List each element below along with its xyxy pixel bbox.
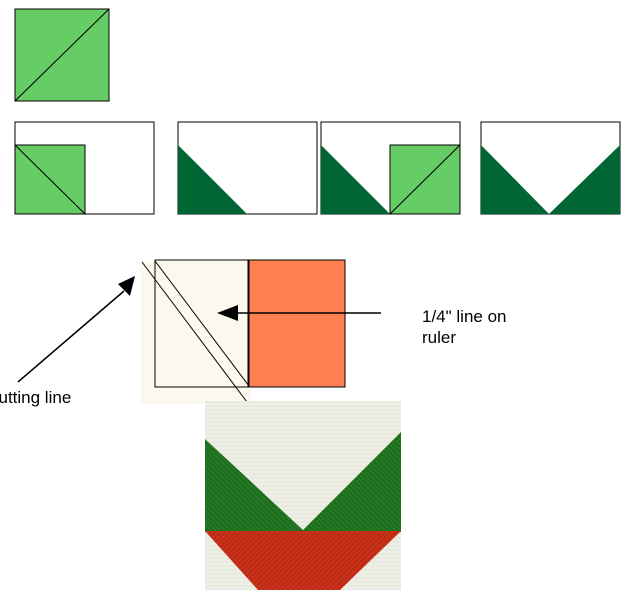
dark-green-triangle-left [481, 145, 549, 214]
ruler-line-label-line-1: 1/4" line on [422, 307, 507, 326]
dark-green-triangle [321, 145, 390, 214]
ruler-diagram [17, 259, 381, 404]
ruler-line-label-line-2: ruler [422, 328, 457, 347]
fabric-green-geese [205, 432, 401, 532]
fabric-block [205, 401, 401, 590]
step-panel-3 [320, 121, 461, 215]
square-diagonal [14, 8, 110, 102]
sewing-diagonal [389, 144, 461, 215]
ruler-line-label: 1/4" line on ruler [422, 306, 507, 348]
arrow-cutting-line [17, 290, 125, 383]
dark-green-triangle [178, 145, 247, 214]
dark-green-triangle-right [549, 145, 620, 214]
fabric-red-trapezoid [205, 531, 401, 590]
arrow-cutting-head [118, 276, 135, 296]
arrow-ruler-head [217, 305, 238, 321]
square-with-diagonal [14, 8, 110, 102]
step-panel-1 [14, 121, 155, 215]
quarter-inch-line [154, 260, 250, 387]
salmon-rectangle [248, 259, 346, 388]
step-panel-2 [177, 121, 318, 215]
step-panel-4 [480, 121, 621, 215]
cutting-line-label: cutting line [0, 388, 72, 407]
sewing-diagonal [14, 144, 86, 215]
cutting-line [141, 261, 248, 403]
